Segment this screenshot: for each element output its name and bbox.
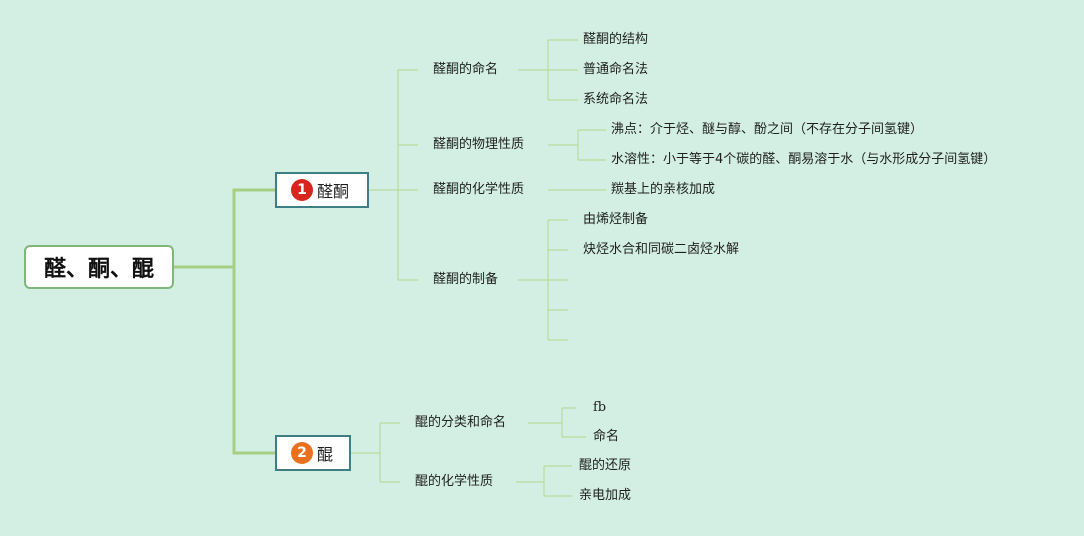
leaf-quinone-reduction[interactable]: 醌的还原 — [579, 457, 631, 475]
leaf-label: 羰基上的亲核加成 — [611, 182, 716, 197]
leaf-label: 醌的还原 — [579, 458, 632, 473]
branch-2-connectors — [351, 407, 586, 497]
subtopic-aldehyde-ketone-naming[interactable]: 醛酮的命名 — [433, 61, 498, 79]
branch-1-topic[interactable]: 1 醛酮 — [275, 172, 369, 208]
subtopic-quinone-chemical-properties[interactable]: 醌的化学性质 — [415, 473, 493, 491]
leaf-label: 醛酮的结构 — [583, 32, 649, 47]
leaf-label: 普通命名法 — [583, 62, 649, 77]
leaf-systematic-naming[interactable]: 系统命名法 — [583, 91, 648, 109]
leaf-alkyne-hydration[interactable]: 炔烃水合和同碳二卤烃水解 — [583, 241, 739, 259]
root-topic[interactable]: 醛、酮、醌 — [24, 245, 174, 289]
leaf-label: 亲电加成 — [579, 488, 632, 503]
root-topic-label: 醛、酮、醌 — [43, 257, 154, 282]
subtopic-label: 醛酮的制备 — [433, 272, 499, 287]
leaf-label: 沸点：介于烃、醚与醇、酚之间（不存在分子间氢键） — [611, 122, 924, 137]
subtopic-label: 醛酮的命名 — [433, 62, 499, 77]
leaf-label: fb — [593, 400, 607, 415]
leaf-structure[interactable]: 醛酮的结构 — [583, 31, 648, 49]
branch-1-connectors — [369, 39, 606, 341]
subtopic-label: 醌的化学性质 — [415, 474, 494, 489]
leaf-fb[interactable]: fb — [593, 399, 606, 417]
leaf-water-solubility[interactable]: 水溶性：小于等于4个碳的醛、酮易溶于水（与水形成分子间氢键） — [611, 151, 996, 169]
leaf-label: 系统命名法 — [583, 92, 649, 107]
subtopic-preparation[interactable]: 醛酮的制备 — [433, 271, 498, 289]
subtopic-physical-properties[interactable]: 醛酮的物理性质 — [433, 136, 524, 154]
leaf-label: 炔烃水合和同碳二卤烃水解 — [583, 242, 740, 257]
root-connectors — [174, 188, 275, 455]
number-badge-1: 1 — [291, 179, 313, 201]
leaf-label: 水溶性：小于等于4个碳的醛、酮易溶于水（与水形成分子间氢键） — [611, 152, 997, 167]
leaf-label: 由烯烃制备 — [583, 212, 649, 227]
branch-2-topic[interactable]: 2 醌 — [275, 435, 351, 471]
subtopic-label: 醛酮的化学性质 — [433, 182, 525, 197]
leaf-label: 命名 — [593, 429, 620, 444]
leaf-electrophilic-addition[interactable]: 亲电加成 — [579, 487, 631, 505]
subtopic-quinone-classification[interactable]: 醌的分类和命名 — [415, 414, 506, 432]
branch-1-label: 醛酮 — [317, 182, 350, 201]
subtopic-chemical-properties[interactable]: 醛酮的化学性质 — [433, 181, 524, 199]
leaf-common-naming[interactable]: 普通命名法 — [583, 61, 648, 79]
leaf-boiling-point[interactable]: 沸点：介于烃、醚与醇、酚之间（不存在分子间氢键） — [611, 121, 923, 139]
connector-root-branch-2 — [174, 265, 275, 455]
connector-root-branch-1 — [174, 188, 275, 269]
leaf-from-alkenes[interactable]: 由烯烃制备 — [583, 211, 648, 229]
number-badge-2: 2 — [291, 442, 313, 464]
leaf-quinone-naming[interactable]: 命名 — [593, 428, 619, 446]
subtopic-label: 醛酮的物理性质 — [433, 137, 525, 152]
branch-2-label: 醌 — [317, 445, 334, 464]
leaf-nucleophilic-addition[interactable]: 羰基上的亲核加成 — [611, 181, 715, 199]
subtopic-label: 醌的分类和命名 — [415, 415, 507, 430]
